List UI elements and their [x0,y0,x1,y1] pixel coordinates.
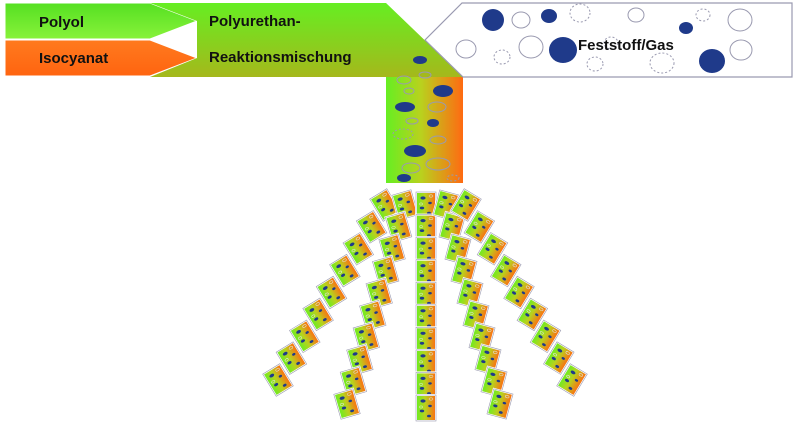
mixture-label-line1: Polyurethan- [209,13,301,30]
chute-particles [392,56,460,182]
foam-spray [261,187,589,422]
isocyanat-inlet [4,39,199,77]
mixture-label-line2: Reaktionsmischung [209,49,352,66]
mixing-chamber [150,3,463,183]
polyol-label: Polyol [39,14,84,31]
solid-gas-particles [455,3,753,74]
solid-gas-label: Feststoff/Gas [578,37,674,54]
isocyanat-label: Isocyanat [39,50,108,67]
polyol-inlet [4,2,199,40]
foam-tile [415,394,437,422]
